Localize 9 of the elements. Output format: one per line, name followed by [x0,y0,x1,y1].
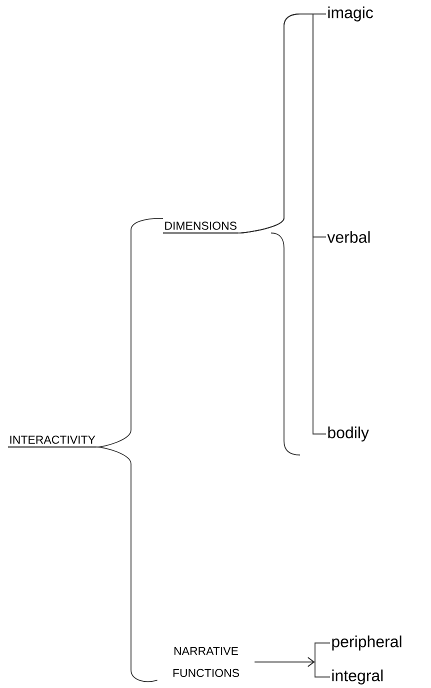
heading-label: DIMENSIONS [162,222,239,234]
item-label: peripheral [332,636,402,650]
item-label: imagic [328,6,373,22]
item-label: integral [332,670,383,684]
heading-label: INTERACTIVITY [8,436,98,448]
brace-connector [96,446,158,682]
item-label: bodily [328,426,369,442]
item-label: verbal [327,231,370,243]
heading-label: NARRATIVE FUNCTIONS [173,647,239,678]
